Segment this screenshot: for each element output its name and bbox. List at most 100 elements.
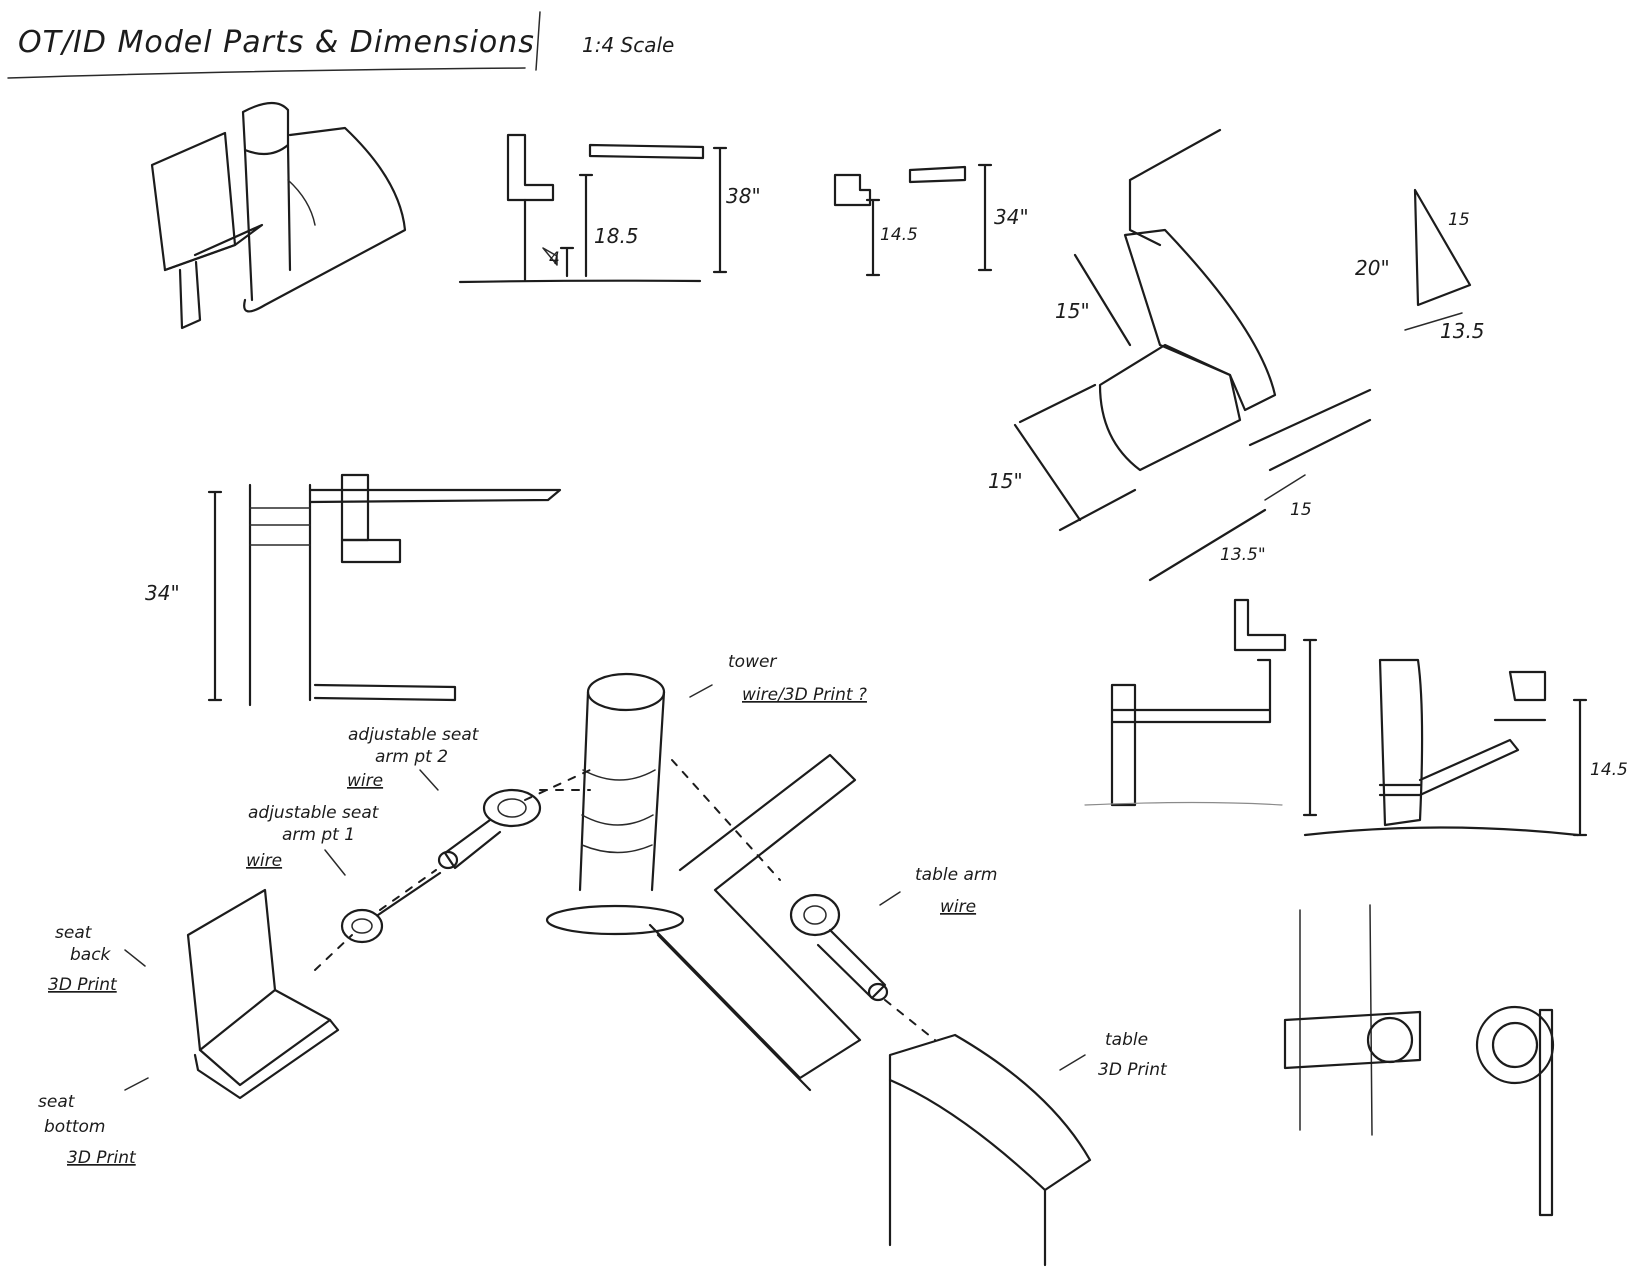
angle-triangle: 20" 15 13.5 — [1355, 188, 1485, 343]
label-seat-arm-2-material: wire — [347, 771, 383, 791]
assembly-line-table — [671, 759, 936, 1041]
iso-table — [243, 126, 407, 313]
rv2-chair — [1493, 670, 1547, 722]
label-seat-back-material: 3D Print — [48, 975, 118, 995]
leader-seat-bottom — [124, 1077, 149, 1091]
dim-20: 20" — [1355, 256, 1390, 280]
rv2-arm — [1418, 738, 1520, 797]
dim-line-34-front — [207, 490, 223, 702]
leader-seat-arm-1 — [324, 849, 346, 876]
dim-triangle-13-5: 13.5 — [1440, 319, 1485, 343]
dim-triangle-15: 15 — [1448, 210, 1470, 230]
table-part-sides — [888, 1078, 1047, 1267]
dim-14-5-a: 14.5 — [880, 225, 918, 245]
iso-tower-top — [241, 101, 290, 156]
triangle-shape — [1413, 188, 1472, 307]
dim-line-13-5 — [1058, 488, 1267, 582]
title-underline — [7, 67, 526, 79]
iso-chair-leg — [178, 260, 202, 330]
label-seat-bottom-line1: seat — [38, 1092, 76, 1112]
header: OT/ID Model Parts & Dimensions 1:4 Scale — [7, 11, 674, 79]
front-elevation-34: 34" — [145, 473, 562, 707]
dim-line-18-5 — [578, 173, 594, 278]
detail-ring-outer — [1475, 1005, 1555, 1085]
leader-seat-back — [124, 949, 146, 967]
label-table-arm-material: wire — [940, 897, 976, 917]
label-table-material: 3D Print — [1098, 1060, 1168, 1080]
detail-ring-inner — [1491, 1021, 1539, 1069]
dim-line-15-seat — [1013, 383, 1097, 522]
detail-bracket-hole — [1366, 1016, 1414, 1064]
table-edge — [1128, 128, 1222, 247]
dim-13-5: 13.5" — [1220, 545, 1266, 565]
tower-rings — [581, 769, 656, 854]
sheet-title: OT/ID Model Parts & Dimensions — [18, 25, 535, 60]
assembly-line-seat — [314, 869, 437, 971]
dim-4: 4 — [549, 249, 560, 269]
seat-arm-1-hole — [351, 918, 373, 934]
table-arm-shaft — [816, 928, 887, 1000]
seat-arm-2-hole — [497, 798, 527, 818]
title-divider — [535, 11, 541, 71]
seat-arm-1-ring — [340, 908, 384, 944]
front-chair-back — [340, 473, 370, 542]
side-chair-profile — [506, 133, 555, 202]
table-arm-part — [648, 753, 862, 1080]
iso-tower-body — [243, 143, 292, 302]
dim-15-seat: 15" — [988, 469, 1023, 493]
label-seat-back-line2: back — [70, 945, 112, 965]
dim-38: 38" — [726, 184, 761, 208]
table-arm-hole — [803, 905, 827, 925]
iso-table-arm — [287, 179, 316, 226]
rv2-collar — [1378, 783, 1422, 797]
leader-seat-arm-2 — [419, 769, 439, 791]
seat-bottom-edge — [193, 1018, 340, 1100]
leader-table-arm — [879, 891, 901, 906]
rv2-ground — [1303, 826, 1580, 837]
connector-details — [1283, 904, 1555, 1217]
dim-15-offset: 15 — [1290, 500, 1312, 520]
rv2-tower — [1378, 658, 1424, 827]
rv-dim-line — [1302, 638, 1318, 817]
dim-34-front: 34" — [145, 581, 180, 605]
front-base — [313, 683, 457, 702]
low-chair-profile — [833, 173, 872, 207]
dim-line-4 — [559, 246, 575, 278]
footrest-marker — [542, 247, 558, 266]
front-table-top — [308, 488, 562, 504]
dim-line-38 — [712, 146, 728, 274]
isometric-assembly-sketch — [150, 101, 407, 330]
tower-cap — [586, 672, 666, 712]
side-elevation-38: 38" 18.5 4 — [458, 133, 761, 284]
dim-18-5: 18.5 — [594, 224, 639, 248]
table-part — [888, 1033, 1092, 1192]
label-seat-bottom-line2: bottom — [44, 1117, 105, 1137]
label-seat-back-line1: seat — [55, 923, 93, 943]
dim-15-back: 15" — [1055, 299, 1090, 323]
part-labels: tower wire/3D Print ? adjustable seat ar… — [38, 652, 1168, 1168]
label-seat-arm-1-material: wire — [246, 851, 282, 871]
detail-bracket — [1283, 1010, 1422, 1070]
label-seat-arm-2-line1: adjustable seat — [348, 725, 480, 745]
label-seat-bottom-material: 3D Print — [67, 1148, 137, 1168]
rotated-chair-back — [1123, 228, 1277, 412]
front-chair-seat — [340, 538, 402, 564]
seat-arm-2-ring — [482, 788, 542, 828]
front-tower — [248, 483, 312, 707]
exploded-parts — [186, 672, 1092, 1267]
dim-14-5-b: 14.5 — [1590, 760, 1628, 780]
label-seat-arm-1-line1: adjustable seat — [248, 803, 380, 823]
leader-table — [1059, 1054, 1086, 1071]
label-tower-material: wire/3D Print ? — [742, 685, 867, 705]
seat-arm-2-end — [437, 850, 459, 870]
tower-base — [545, 904, 685, 936]
seat-arm-2-shaft — [443, 818, 502, 870]
table-arm-end — [867, 982, 889, 1002]
seat-arm-1-shaft — [376, 871, 442, 917]
rv2-dim-line — [1572, 698, 1588, 837]
right-elevation-views: 14.5 — [1084, 598, 1628, 837]
leader-tower — [689, 684, 713, 698]
dim-line-15-offset — [1264, 474, 1306, 501]
rv-post — [1110, 683, 1137, 807]
dim-line-15-back — [1073, 253, 1132, 347]
